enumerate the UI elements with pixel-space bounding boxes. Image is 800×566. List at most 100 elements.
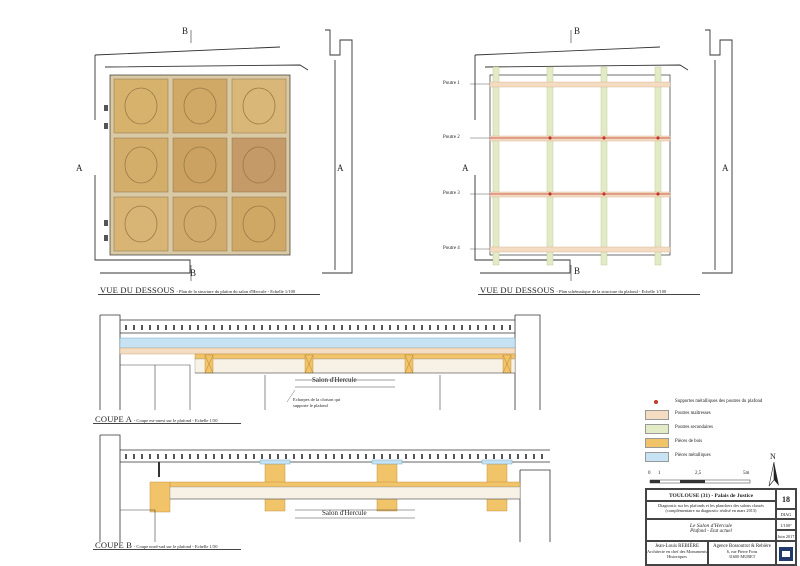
dentil: [373, 454, 375, 459]
dentil: [165, 454, 167, 459]
dentil: [189, 325, 191, 330]
dentil: [365, 454, 367, 459]
panel-ornament: [183, 87, 217, 125]
ceiling-panels: [113, 78, 287, 252]
section-a-mark-right-2: A: [722, 163, 729, 173]
tb-number: 18: [776, 489, 796, 509]
dentil: [469, 325, 471, 330]
panel-ornament: [124, 87, 158, 125]
dentil: [317, 325, 319, 330]
plan-right-subtitle: - Plan schématique de la structure du pl…: [556, 289, 667, 294]
dentil: [341, 325, 343, 330]
section-b-subtitle: - Coupe nord-sud sur le plafond - Echell…: [133, 544, 218, 549]
dentil: [397, 454, 399, 459]
section-a-mark-left-2: A: [337, 163, 344, 173]
dentil: [397, 325, 399, 330]
dentil: [477, 454, 479, 459]
dentil: [325, 325, 327, 330]
dentil: [309, 454, 311, 459]
plan-left-caption: VUE DU DESSOUS - Plan de la structure du…: [100, 285, 295, 295]
dentil: [349, 325, 351, 330]
tb-agency-city: 31600 MURET: [728, 554, 756, 559]
dentil: [485, 454, 487, 459]
red-dot-icon: [654, 400, 658, 404]
dentil: [229, 325, 231, 330]
ceiling-panel: [172, 137, 228, 193]
dentil: [461, 325, 463, 330]
panel-ornament: [124, 146, 158, 184]
plan-right-caption: VUE DU DESSOUS - Plan schématique de la …: [480, 285, 666, 295]
dentil: [181, 454, 183, 459]
dentil: [269, 454, 271, 459]
dentil: [229, 454, 231, 459]
ceiling-panel: [231, 137, 287, 193]
dentil: [149, 325, 151, 330]
dentil: [477, 325, 479, 330]
dentil: [245, 454, 247, 459]
legend-item-secondary-beams: Poutres secondaires: [645, 424, 795, 434]
tb-description: Diagnostic sur les plafonds et les planc…: [646, 501, 776, 519]
section-b-caption: COUPE B - Coupe nord-sud sur le plafond …: [95, 540, 218, 550]
legend-item-master-beams: Poutres maîtresses: [645, 410, 795, 420]
dentil: [437, 325, 439, 330]
plan-right-title: VUE DU DESSOUS: [480, 285, 555, 295]
section-b-room-label: Salon d'Hercule: [322, 509, 367, 517]
dentil: [333, 454, 335, 459]
dentil: [157, 325, 159, 330]
dentil: [133, 454, 135, 459]
dentil: [261, 454, 263, 459]
dentil: [221, 454, 223, 459]
tb-architect: Jean-Louis REBIÈRE Architecte en chef de…: [646, 541, 708, 565]
tb-agency: Agence Bossoutrot & Rebière 6, rue Pierr…: [708, 541, 776, 565]
tb-agency-address: 6, rue Pierre Fons: [726, 549, 758, 554]
ceiling-panel: [113, 78, 169, 134]
legend-swatch: [645, 410, 669, 420]
dentil: [317, 454, 319, 459]
dentil: [453, 325, 455, 330]
dentil: [133, 325, 135, 330]
tb-date: Juin 2017: [776, 530, 796, 541]
dentil: [213, 325, 215, 330]
dentil: [205, 325, 207, 330]
ceiling-panel: [172, 78, 228, 134]
dentil: [237, 325, 239, 330]
dentil: [429, 454, 431, 459]
dentil: [453, 454, 455, 459]
legend-swatch: [645, 438, 669, 448]
section-b-title: COUPE B: [95, 540, 133, 550]
dentil: [405, 325, 407, 330]
tb-phase: DIAG: [776, 509, 796, 519]
dentil: [157, 454, 159, 459]
dentil: [485, 325, 487, 330]
section-a-mark-left-1: A: [76, 163, 83, 173]
dentil: [461, 454, 463, 459]
legend-swatch: [645, 424, 669, 434]
legend-item-supports: Supportes métalliques des poutres du pla…: [645, 398, 795, 407]
dentil: [149, 454, 151, 459]
dentil: [445, 454, 447, 459]
dentil: [365, 325, 367, 330]
scale-bar: [649, 479, 751, 484]
tb-agency-name: Agence Bossoutrot & Rebière: [713, 544, 771, 549]
beam-label-3: Poutre 3: [443, 191, 460, 196]
section-b-mark-top-left: B: [182, 26, 189, 36]
dentil: [237, 454, 239, 459]
section-b-mark-top-right: B: [574, 26, 581, 36]
section-a-mark-right-1: A: [462, 163, 469, 173]
dentil: [541, 454, 543, 459]
section-b-mark-bottom-left: B: [190, 268, 197, 278]
tb-drawing-title: Le Salon d'Hercule: [689, 523, 733, 529]
dentil: [277, 454, 279, 459]
republic-logo-icon: [779, 547, 793, 561]
panel-ornament: [242, 205, 276, 243]
dentil: [253, 325, 255, 330]
dentil: [525, 454, 527, 459]
plan-left-drawing: [94, 29, 353, 281]
panel-ornament: [242, 87, 276, 125]
dentil: [269, 325, 271, 330]
ceiling-panel: [113, 137, 169, 193]
north-arrow-icon: [768, 462, 779, 487]
legend-item-wood: Pièces de bois: [645, 438, 795, 448]
dentil: [181, 325, 183, 330]
section-a-drawing: [99, 314, 541, 410]
